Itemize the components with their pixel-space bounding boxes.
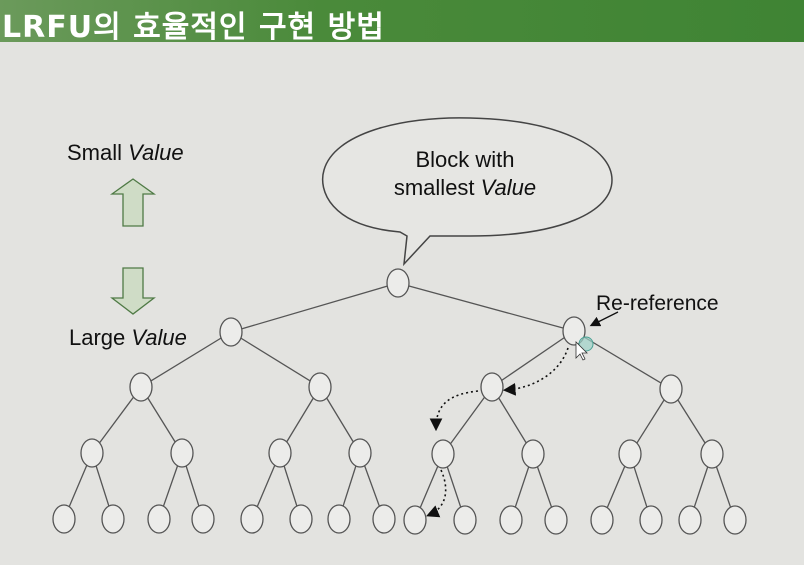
tree-node <box>308 372 332 402</box>
tree-node <box>170 438 194 468</box>
tree-node <box>101 504 125 534</box>
tree-node <box>700 439 724 469</box>
down-arrow-icon <box>110 267 156 315</box>
tree-edges <box>63 282 736 521</box>
tree-node <box>678 505 702 535</box>
tree-node <box>191 504 215 534</box>
tree-node <box>327 504 351 534</box>
tree-node <box>521 439 545 469</box>
callout-line-2-plain: smallest <box>393 175 475 200</box>
tree-node <box>618 439 642 469</box>
large-word: Large <box>69 325 126 350</box>
tree-node-rereferenced <box>562 316 586 346</box>
title-bar: LRFU의 효율적인 구현 방법 <box>0 0 804 45</box>
tree-node <box>431 439 455 469</box>
tree-node <box>590 505 614 535</box>
tree-node <box>453 505 477 535</box>
tree-node <box>348 438 372 468</box>
callout-line-2-italic: Value <box>480 175 537 200</box>
small-value-word: Value <box>128 140 184 165</box>
tree-node <box>372 504 396 534</box>
tree-node <box>147 504 171 534</box>
small-value-label: Small Value <box>67 140 184 166</box>
sift-down-path <box>426 347 569 518</box>
large-value-word: Value <box>131 325 187 350</box>
tree-node <box>129 372 153 402</box>
up-arrow-icon <box>109 178 157 227</box>
tree-node <box>499 505 523 535</box>
slide-title: LRFU의 효율적인 구현 방법 <box>2 10 385 45</box>
callout-bubble <box>321 117 613 267</box>
tree-node <box>480 372 504 402</box>
tree-nodes <box>52 268 747 535</box>
tree-node <box>723 505 747 535</box>
tree-node <box>268 438 292 468</box>
tree-node <box>52 504 76 534</box>
tree-node <box>219 317 243 347</box>
callout-line-2: smallest Value <box>340 174 590 202</box>
small-word: Small <box>67 140 123 165</box>
tree-node <box>289 504 313 534</box>
mouse-cursor-icon <box>575 336 594 361</box>
large-value-label: Large Value <box>69 325 187 351</box>
callout-line-1: Block with <box>415 147 515 172</box>
tree-node <box>639 505 663 535</box>
tree-node-root <box>386 268 410 298</box>
tree-node <box>240 504 264 534</box>
tree-node <box>80 438 104 468</box>
re-reference-arrow <box>589 311 619 327</box>
tree-node <box>544 505 568 535</box>
callout-text: Block with smallest Value <box>340 146 590 202</box>
tree-node <box>403 505 427 535</box>
tree-node <box>659 374 683 404</box>
re-reference-label: Re-reference <box>596 292 719 315</box>
